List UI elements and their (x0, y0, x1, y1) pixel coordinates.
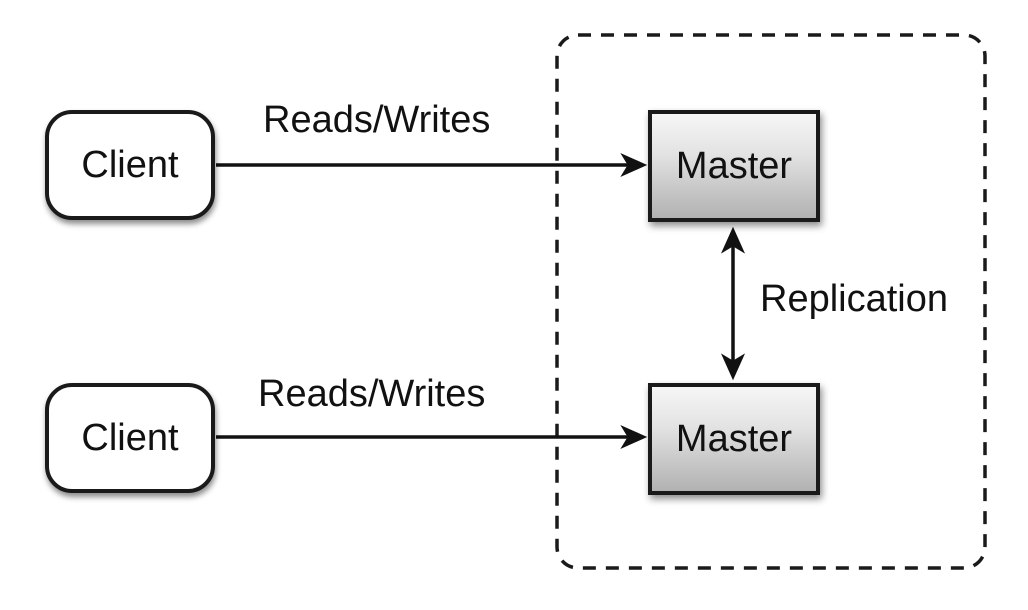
node-client-top: Client (45, 110, 215, 220)
node-client-bottom: Client (45, 383, 215, 493)
node-client-bottom-label: Client (81, 417, 179, 459)
edge-label-reads-writes-bottom: Reads/Writes (258, 373, 486, 415)
node-client-top-label: Client (81, 144, 179, 186)
edge-label-reads-writes-top: Reads/Writes (263, 99, 491, 141)
node-master-top: Master (648, 110, 820, 222)
node-master-bottom-label: Master (675, 418, 793, 460)
node-master-top-label: Master (675, 145, 793, 187)
node-master-bottom: Master (648, 383, 820, 495)
replication-boundary-box (555, 33, 987, 570)
edge-label-replication: Replication (760, 278, 948, 320)
